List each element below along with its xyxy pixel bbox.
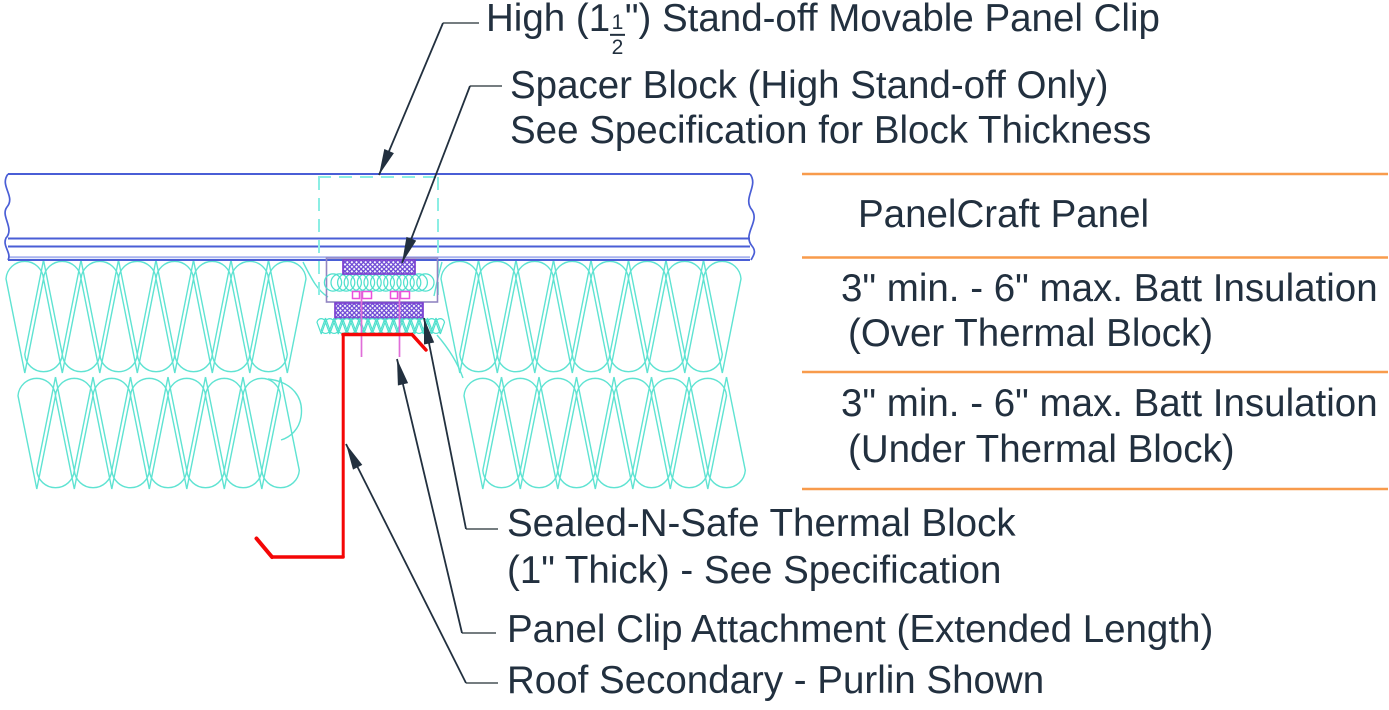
leader-line [423,317,467,530]
clip-tab-glyph [399,290,411,300]
label-panel-clip-attachment: Panel Clip Attachment (Extended Length) [507,607,1214,651]
insulation-transition-curve [436,334,464,379]
label-roof-secondary: Roof Secondary - Purlin Shown [507,658,1045,702]
leader-line [345,443,467,684]
leader-line [396,358,463,634]
leader-line [378,22,444,176]
panel-break-line-left [4,173,11,261]
label-high-prefix: High (1 [486,0,611,40]
leader-high-standoff [378,22,479,176]
insulation-transition-curve [302,261,329,298]
leader-lines [345,22,502,684]
leader-arrowhead [424,318,435,345]
label-sealed-n-safe-line2: (1" Thick) - See Specification [507,548,1002,592]
leader-sealed-n-safe [423,317,498,530]
thermal-block [334,302,424,319]
leader-arrowhead [379,149,394,175]
clip-body-outline [325,257,439,303]
leader-arrowhead [402,236,417,263]
label-panelcraft-panel: PanelCraft Panel [858,192,1150,236]
legend-divider-lines [802,172,1388,491]
label-high-suffix: ") Stand-off Movable Panel Clip [624,0,1160,40]
leader-arrowhead [346,444,363,470]
batt-insulation-row [5,259,307,374]
leader-spacer-block [401,85,502,264]
clip-tab-glyph [361,290,373,300]
batt-insulation-row [17,376,301,490]
batt-insulation-row [440,259,742,374]
leader-panel-clip [396,358,496,634]
purlin-lip [254,536,274,559]
compressed-insulation-coil-loop [416,273,435,292]
leader-arrowhead [397,359,409,386]
roof-panel [4,173,756,261]
label-spacer-block-line1: Spacer Block (High Stand-off Only) [510,63,1109,107]
leader-line [401,85,471,264]
clip-tab-glyph [389,290,399,300]
spacer-block [342,259,416,275]
batt-insulation-row [463,376,747,490]
insulation-transition-curve [267,378,303,441]
label-batt-over-line2: (Over Thermal Block) [848,311,1214,355]
purlin [254,332,428,559]
compressed-insulation-coil-loop [323,273,343,292]
label-batt-under-line2: (Under Thermal Block) [848,427,1235,471]
label-spacer-block-line2: See Specification for Block Thickness [510,108,1152,152]
purlin-top-flange [341,332,428,352]
label-batt-under-line1: 3" min. - 6" max. Batt Insulation [841,381,1378,425]
batt-insulation [5,259,747,490]
panel-break-line-right [747,173,756,261]
leader-roof-secondary [345,443,498,684]
compressed-insulation-coil-loop [409,273,429,292]
compressed-insulation-coil-loop [330,273,349,292]
label-sealed-n-safe-line1: Sealed-N-Safe Thermal Block [507,501,1016,545]
clip-tab-glyph [351,290,361,300]
label-batt-over-line1: 3" min. - 6" max. Batt Insulation [841,266,1378,310]
panel-clip-assembly [316,176,446,357]
